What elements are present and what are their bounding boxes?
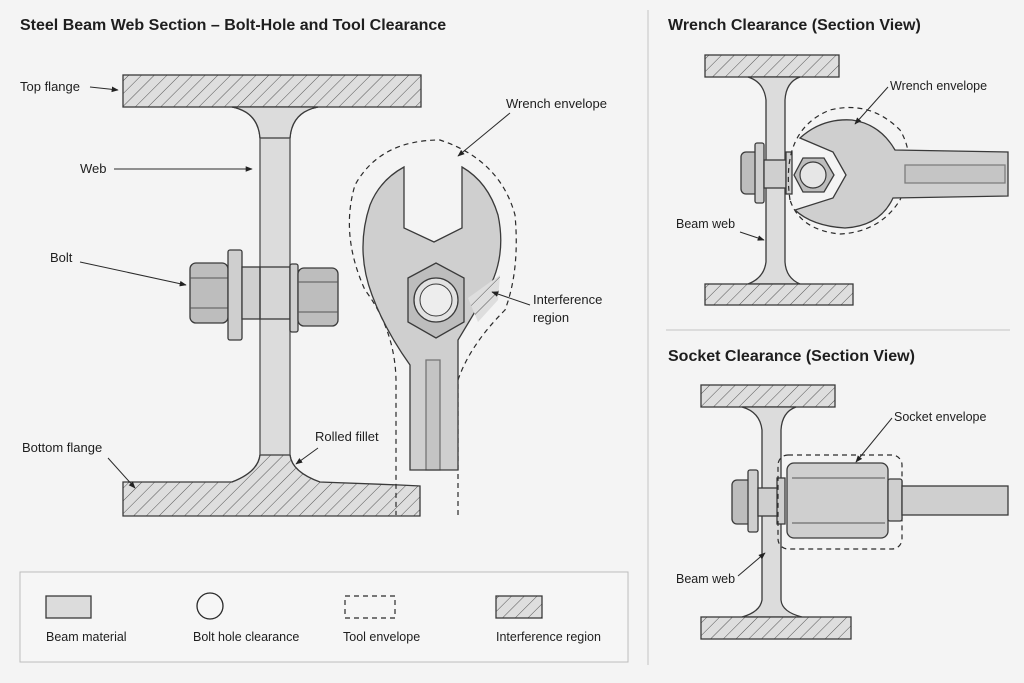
label-wrench-envelope: Wrench envelope	[506, 96, 607, 111]
nut	[297, 267, 339, 327]
washer-right	[289, 263, 299, 333]
legend-label-tool-envelope: Tool envelope	[343, 630, 420, 644]
wv-label-wrench-envelope: Wrench envelope	[890, 79, 987, 93]
legend-label-bolt-hole: Bolt hole clearance	[193, 630, 299, 644]
legend-label-interference: Interference region	[496, 630, 601, 644]
wv-wrench-body	[793, 119, 1009, 229]
bolt-shank-web	[259, 266, 291, 320]
sv-socket-adapter	[887, 478, 903, 522]
sv-bolt	[731, 469, 786, 533]
sv-label-socket-envelope: Socket envelope	[894, 410, 986, 424]
label-interference-2: region	[533, 310, 569, 325]
bolt-head	[189, 262, 229, 324]
main-title: Steel Beam Web Section – Bolt-Hole and T…	[20, 17, 446, 34]
wrench-interference	[468, 275, 500, 322]
label-top-flange: Top flange	[20, 79, 80, 94]
wv-washer-r	[785, 151, 793, 195]
wv-wrench	[787, 106, 1009, 235]
sv-socket-body	[786, 462, 889, 539]
wv-label-beam-web: Beam web	[676, 217, 735, 231]
sv-bottom-flange	[700, 616, 852, 640]
washer-left	[227, 249, 243, 341]
legend-label-material: Beam material	[46, 630, 127, 644]
legend-hatch-swatch	[495, 595, 543, 619]
label-rolled-fillet: Rolled fillet	[315, 429, 379, 444]
label-interference-1: Interference	[533, 292, 602, 307]
wv-top-flange	[704, 54, 840, 78]
wv-bottom-flange	[704, 283, 854, 306]
wv-washer	[754, 142, 765, 204]
sv-washer-r	[776, 477, 786, 525]
sv-label-beam-web: Beam web	[676, 572, 735, 586]
bottom-flange	[122, 454, 421, 517]
label-web: Web	[80, 161, 107, 176]
main-wrench-envelope	[348, 139, 517, 515]
sv-socket	[777, 454, 1009, 550]
legend-circle-icon	[196, 592, 224, 620]
sv-top-flange	[700, 384, 836, 408]
wrench-view-title: Wrench Clearance (Section View)	[668, 17, 921, 34]
wrench-view-bolt	[740, 142, 793, 204]
main-bolt-hole-circle	[419, 283, 453, 317]
wv-bolt-end	[799, 161, 827, 189]
wv-shank	[763, 159, 787, 189]
label-bolt: Bolt	[50, 250, 73, 265]
bolt-shank-left	[241, 266, 261, 320]
top-flange	[122, 74, 422, 108]
label-bottom-flange: Bottom flange	[22, 440, 102, 455]
main-bolt	[189, 249, 339, 341]
main-wrench	[348, 139, 517, 515]
wrench-handle-groove	[425, 359, 441, 471]
sv-extension-bar	[901, 485, 1009, 516]
legend-material-swatch	[45, 595, 92, 619]
socket-view-title: Socket Clearance (Section View)	[668, 348, 915, 365]
sv-washer	[747, 469, 759, 533]
top-fillet	[231, 106, 319, 139]
